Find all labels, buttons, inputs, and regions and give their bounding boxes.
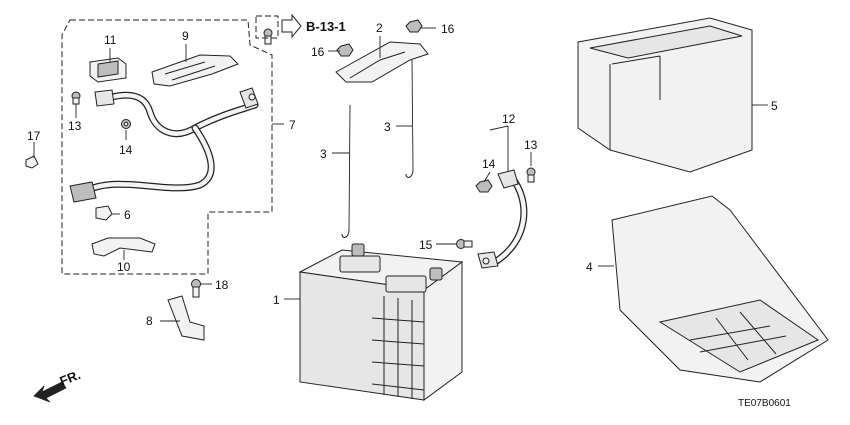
cable-cover	[151, 54, 239, 87]
label-part-2: 2	[376, 21, 383, 35]
label-part-3-left: 3	[320, 147, 327, 161]
battery-bracket	[167, 295, 205, 341]
label-part-8: 8	[146, 314, 153, 328]
battery-tray	[611, 195, 829, 383]
reference-label: B-13-1	[306, 19, 346, 34]
bolt-13-left	[71, 91, 81, 105]
battery-cable	[69, 87, 259, 203]
label-part-15: 15	[419, 238, 433, 252]
clip-6	[95, 205, 113, 221]
label-part-13-right: 13	[524, 138, 538, 152]
bolt-15	[456, 239, 473, 249]
label-part-11: 11	[104, 33, 117, 47]
front-direction-arrow	[33, 381, 67, 403]
leader-lines	[33, 27, 768, 322]
front-marker-label: FR.	[58, 367, 83, 389]
label-part-18: 18	[215, 278, 229, 292]
nut-14-left	[121, 119, 131, 129]
ground-cable	[477, 169, 528, 269]
hold-down-rod-left	[341, 104, 351, 238]
label-part-4: 4	[586, 260, 593, 274]
label-part-14-right: 14	[482, 157, 496, 171]
label-part-14-left: 14	[119, 143, 133, 157]
label-part-13-left: 13	[68, 119, 82, 133]
label-part-16-right: 16	[441, 22, 455, 36]
reference-bolt	[263, 28, 273, 45]
label-part-3-right: 3	[384, 120, 391, 134]
label-part-10: 10	[117, 260, 131, 274]
clip-17	[25, 155, 39, 169]
cable-assembly-group	[25, 19, 273, 275]
bracket-10	[91, 237, 156, 257]
label-part-9: 9	[182, 29, 189, 43]
reference-arrow	[255, 13, 302, 39]
hold-down-rod-right	[405, 59, 414, 178]
hold-down-bracket	[335, 41, 429, 83]
fuse-block	[89, 57, 127, 83]
battery-box-cover	[577, 17, 753, 173]
assembly-boundary	[61, 19, 273, 275]
nut-16-left	[336, 43, 354, 57]
battery	[298, 243, 464, 401]
label-part-7: 7	[289, 118, 296, 132]
label-part-17: 17	[27, 129, 41, 143]
label-part-1: 1	[273, 293, 280, 307]
nut-14-right	[475, 179, 493, 193]
diagram-code: TE07B0601	[738, 398, 791, 409]
bolt-13-right	[526, 167, 536, 183]
label-part-16-left: 16	[311, 45, 325, 59]
bolt-18	[191, 279, 201, 298]
label-part-6: 6	[124, 208, 131, 222]
label-part-5: 5	[771, 99, 778, 113]
label-part-12: 12	[502, 112, 516, 126]
nut-16-right	[405, 19, 423, 33]
